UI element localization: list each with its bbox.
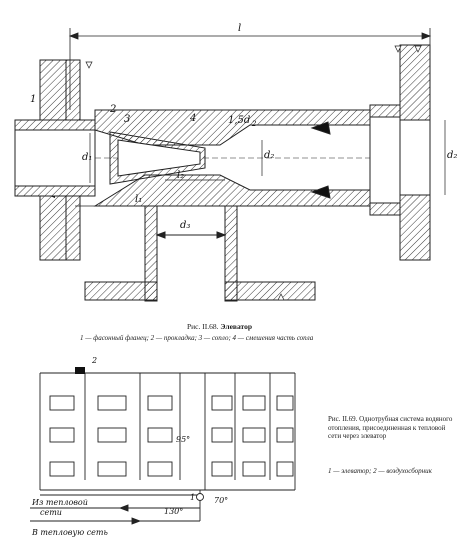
label-part3: 3	[124, 114, 130, 125]
label-air-collector: 2	[91, 356, 97, 365]
figure2-caption: Рис. II.69. Однотрубная система водяного…	[328, 415, 453, 440]
label-d1: d₁	[82, 152, 92, 163]
air-collector	[75, 367, 85, 374]
label-part2: 2	[109, 104, 116, 115]
elevator-body	[93, 109, 371, 207]
label-throat-sub: 2	[251, 120, 257, 128]
label-d2-inner: d₂	[264, 150, 274, 161]
label-part1: 1	[30, 94, 36, 105]
inlet-pipe	[14, 119, 96, 197]
label-throat-ratio: 1,5d	[228, 115, 250, 126]
label-from-network-1: Из тепловой	[31, 498, 88, 507]
label-length-total: l	[238, 23, 241, 34]
label-l1: l₁	[135, 194, 142, 205]
nozzle	[109, 131, 206, 185]
dimension-marks	[75, 45, 446, 301]
elevator-symbol	[196, 493, 204, 501]
figure1-legend: 1 — фасонный фланец; 2 — прокладка; 3 — …	[80, 334, 314, 342]
figure1-caption-number: Рис. II.68.	[187, 322, 219, 331]
label-part4: 4	[189, 113, 196, 124]
label-l2: l₂	[177, 170, 184, 181]
label-temp-supply: 95°	[176, 435, 190, 444]
elevator-drawing: l 1 2 3 4 1,5d 2 d₁ d₂ d₂ d₃ l₁ l₂	[14, 23, 457, 302]
figure1-caption-title: Элеватор	[220, 322, 253, 331]
figure1-caption: Рис. II.68. Элеватор	[187, 322, 307, 331]
radiators	[49, 395, 294, 477]
figure2-legend: 1 — элеватор; 2 — воздухосборник	[328, 467, 432, 475]
right-flange	[310, 44, 431, 261]
label-d2-right: d₂	[447, 150, 457, 161]
suction-branch	[84, 205, 316, 302]
label-temp-return: 70°	[214, 496, 228, 505]
label-d3: d₃	[180, 220, 190, 231]
label-temp-network: 130°	[164, 507, 183, 516]
label-elevator: 1	[190, 493, 195, 502]
label-from-network-2: сети	[40, 508, 62, 517]
label-to-network: В тепловую сеть	[31, 528, 108, 537]
